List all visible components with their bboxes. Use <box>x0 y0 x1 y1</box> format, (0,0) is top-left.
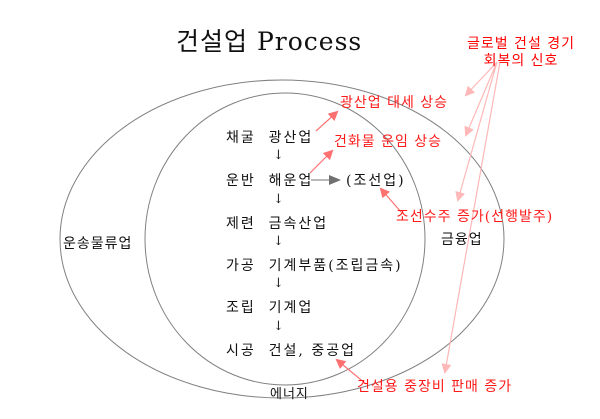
step-stage: 시공 <box>226 343 256 359</box>
step-industry: 해운업 <box>268 173 314 189</box>
diagram-title: 건설업 Process <box>176 27 363 56</box>
signal-line-2: 회복의 신호 <box>483 53 559 69</box>
step-industry: 금속산업 <box>268 216 329 232</box>
signal-arrow-2 <box>464 61 498 137</box>
step-assembly: 조립 기계업 <box>226 297 313 317</box>
finance-label: 금융업 <box>441 232 483 248</box>
arrow-mining-rise <box>315 110 339 132</box>
down-arrow-icon: ↓ <box>273 276 284 291</box>
indicator-heavy-equipment-sales: 건설용 중장비 판매 증가 <box>357 379 513 395</box>
down-arrow-icon: ↓ <box>273 234 284 249</box>
step-industry: 기계부품(조립금속) <box>268 258 403 274</box>
outer-ellipse-logistics <box>59 79 505 399</box>
step-construction: 시공 건설, 중공업 <box>226 340 356 360</box>
step-industry: 광산업 <box>268 130 314 146</box>
step-stage: 채굴 <box>226 130 256 146</box>
step-processing: 가공 기계부품(조립금속) <box>226 255 403 275</box>
shipbuilding-label: (조선업) <box>346 173 406 189</box>
step-transport: 운반 해운업 <box>226 170 313 190</box>
indicator-shipbuilding-orders: 조선수주 증가(선행발주) <box>396 209 554 225</box>
logistics-label: 운송물류업 <box>63 236 133 252</box>
step-stage: 가공 <box>226 258 256 274</box>
step-industry: 건설, 중공업 <box>268 343 356 359</box>
signal-arrow-1 <box>464 61 498 97</box>
step-stage: 조립 <box>226 300 256 316</box>
indicator-mining-rise: 광산업 대세 상승 <box>340 95 449 111</box>
step-industry: 기계업 <box>268 300 314 316</box>
arrow-shipbuilding-orders <box>379 187 402 213</box>
energy-label: 에너지 <box>270 387 309 402</box>
inner-ellipse-process <box>144 92 426 386</box>
signal-arrow-3 <box>455 61 498 202</box>
step-refining: 제련 금속산업 <box>226 213 328 233</box>
down-arrow-icon: ↓ <box>273 319 284 334</box>
step-stage: 운반 <box>226 173 256 189</box>
arrow-freight-rise <box>309 149 334 174</box>
step-mining: 채굴 광산업 <box>226 127 313 147</box>
down-arrow-icon: ↓ <box>273 148 284 163</box>
down-arrow-icon: ↓ <box>273 192 284 207</box>
arrow-heavy-equipment-sales <box>335 358 367 385</box>
step-stage: 제련 <box>226 216 256 232</box>
signal-arrow-4 <box>441 61 501 374</box>
signal-line-1: 글로벌 건설 경기 <box>466 36 576 52</box>
indicator-freight-rise: 건화물 운임 상승 <box>334 134 443 150</box>
global-signal-note: 글로벌 건설 경기 회복의 신호 <box>446 36 596 70</box>
